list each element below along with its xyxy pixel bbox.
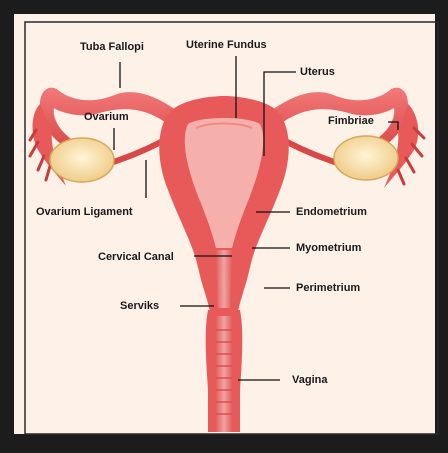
label-uterus: Uterus xyxy=(300,66,335,79)
label-endometrium: Endometrium xyxy=(296,206,367,219)
label-tuba-fallopi: Tuba Fallopi xyxy=(80,41,144,54)
label-vagina: Vagina xyxy=(292,374,327,387)
cervical-canal xyxy=(216,250,232,308)
label-cervical-canal: Cervical Canal xyxy=(98,251,174,264)
label-serviks: Serviks xyxy=(120,300,159,313)
label-perimetrium: Perimetrium xyxy=(296,282,360,295)
left-ovary xyxy=(50,138,114,182)
label-myometrium: Myometrium xyxy=(296,242,361,255)
right-ovary xyxy=(334,136,398,180)
label-fimbriae: Fimbriae xyxy=(328,115,374,128)
label-ovarium-ligament: Ovarium Ligament xyxy=(36,206,133,219)
label-uterine-fundus: Uterine Fundus xyxy=(186,39,267,52)
label-ovarium: Ovarium xyxy=(84,111,129,124)
